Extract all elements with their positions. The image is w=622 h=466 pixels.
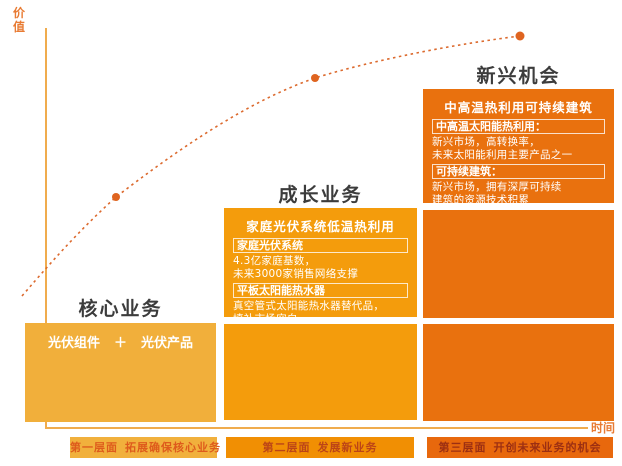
growth-item2-label: 平板太阳能热水器 <box>233 283 408 298</box>
emerging-item2-label: 可持续建筑： <box>432 164 605 179</box>
phase-2-label: 发展新业务 <box>317 441 378 454</box>
phase-bar-1: 第一层面拓展确保核心业务 <box>70 437 220 458</box>
phase-bar-3: 第三层面开创未来业务的机会 <box>427 437 613 458</box>
growth-business-block <box>224 324 417 420</box>
core-offering-1: 光伏组件 <box>47 336 100 351</box>
core-offering-2: 光伏产品 <box>141 336 194 351</box>
phase-2-name: 第二层面 <box>262 441 311 454</box>
emerging-card-heading: 中高温热利用可持续建筑 <box>444 100 593 115</box>
core-business-offerings: 光伏组件 ＋ 光伏产品 <box>25 323 216 351</box>
growth-item1-label: 家庭光伏系统 <box>233 238 408 253</box>
emerging-opportunity-block-upper <box>423 210 614 318</box>
section-title-core: 核心业务 <box>78 298 163 320</box>
emerging-opportunity-block-lower <box>423 324 614 421</box>
emerging-item1-line1: 新兴市场，高转换率， <box>432 136 540 148</box>
emerging-item1-label: 中高温太阳能热利用： <box>432 119 605 134</box>
curve-dot-growth <box>311 74 319 82</box>
growth-item1-line2: 未来3000家销售网络支撑 <box>233 267 359 280</box>
growth-item2-line2: 填补市场空白 <box>233 312 298 325</box>
emerging-opportunity-card: 中高温热利用可持续建筑 中高温太阳能热利用： 新兴市场，高转换率， 未来太阳能利… <box>423 89 614 206</box>
phase-1-name: 第一层面 <box>70 441 118 454</box>
growth-business-card: 家庭光伏系统低温热利用 家庭光伏系统 4.3亿家庭基数， 未来3000家销售网络… <box>224 208 417 325</box>
section-title-growth: 成长业务 <box>278 184 363 206</box>
plus-sign: ＋ <box>113 336 127 351</box>
phase-bar-2: 第二层面发展新业务 <box>226 437 414 458</box>
emerging-item2-line1: 新兴市场，拥有深厚可持续 <box>432 181 562 193</box>
growth-card-heading: 家庭光伏系统低温热利用 <box>246 219 395 234</box>
emerging-item1-line2: 未来太阳能利用主要产品之一 <box>432 148 573 161</box>
curve-dot-emerging <box>515 31 525 41</box>
emerging-item2-line2: 建筑的资源技术积累 <box>432 193 530 206</box>
x-axis-label: 时间 <box>591 421 616 435</box>
section-title-emerging: 新兴机会 <box>476 65 561 87</box>
phase-3-name: 第三层面 <box>438 441 487 454</box>
growth-item2-line1: 真空管式太阳能热水器替代品， <box>233 300 385 312</box>
phase-3-label: 开创未来业务的机会 <box>493 441 602 454</box>
growth-item1-line1: 4.3亿家庭基数， <box>233 255 316 267</box>
curve-dot-core <box>112 193 120 201</box>
phase-1-label: 拓展确保核心业务 <box>125 441 221 454</box>
y-axis-label: 价值 <box>12 6 25 34</box>
core-business-block: 光伏组件 ＋ 光伏产品 <box>25 323 216 422</box>
x-axis-line <box>45 427 588 429</box>
